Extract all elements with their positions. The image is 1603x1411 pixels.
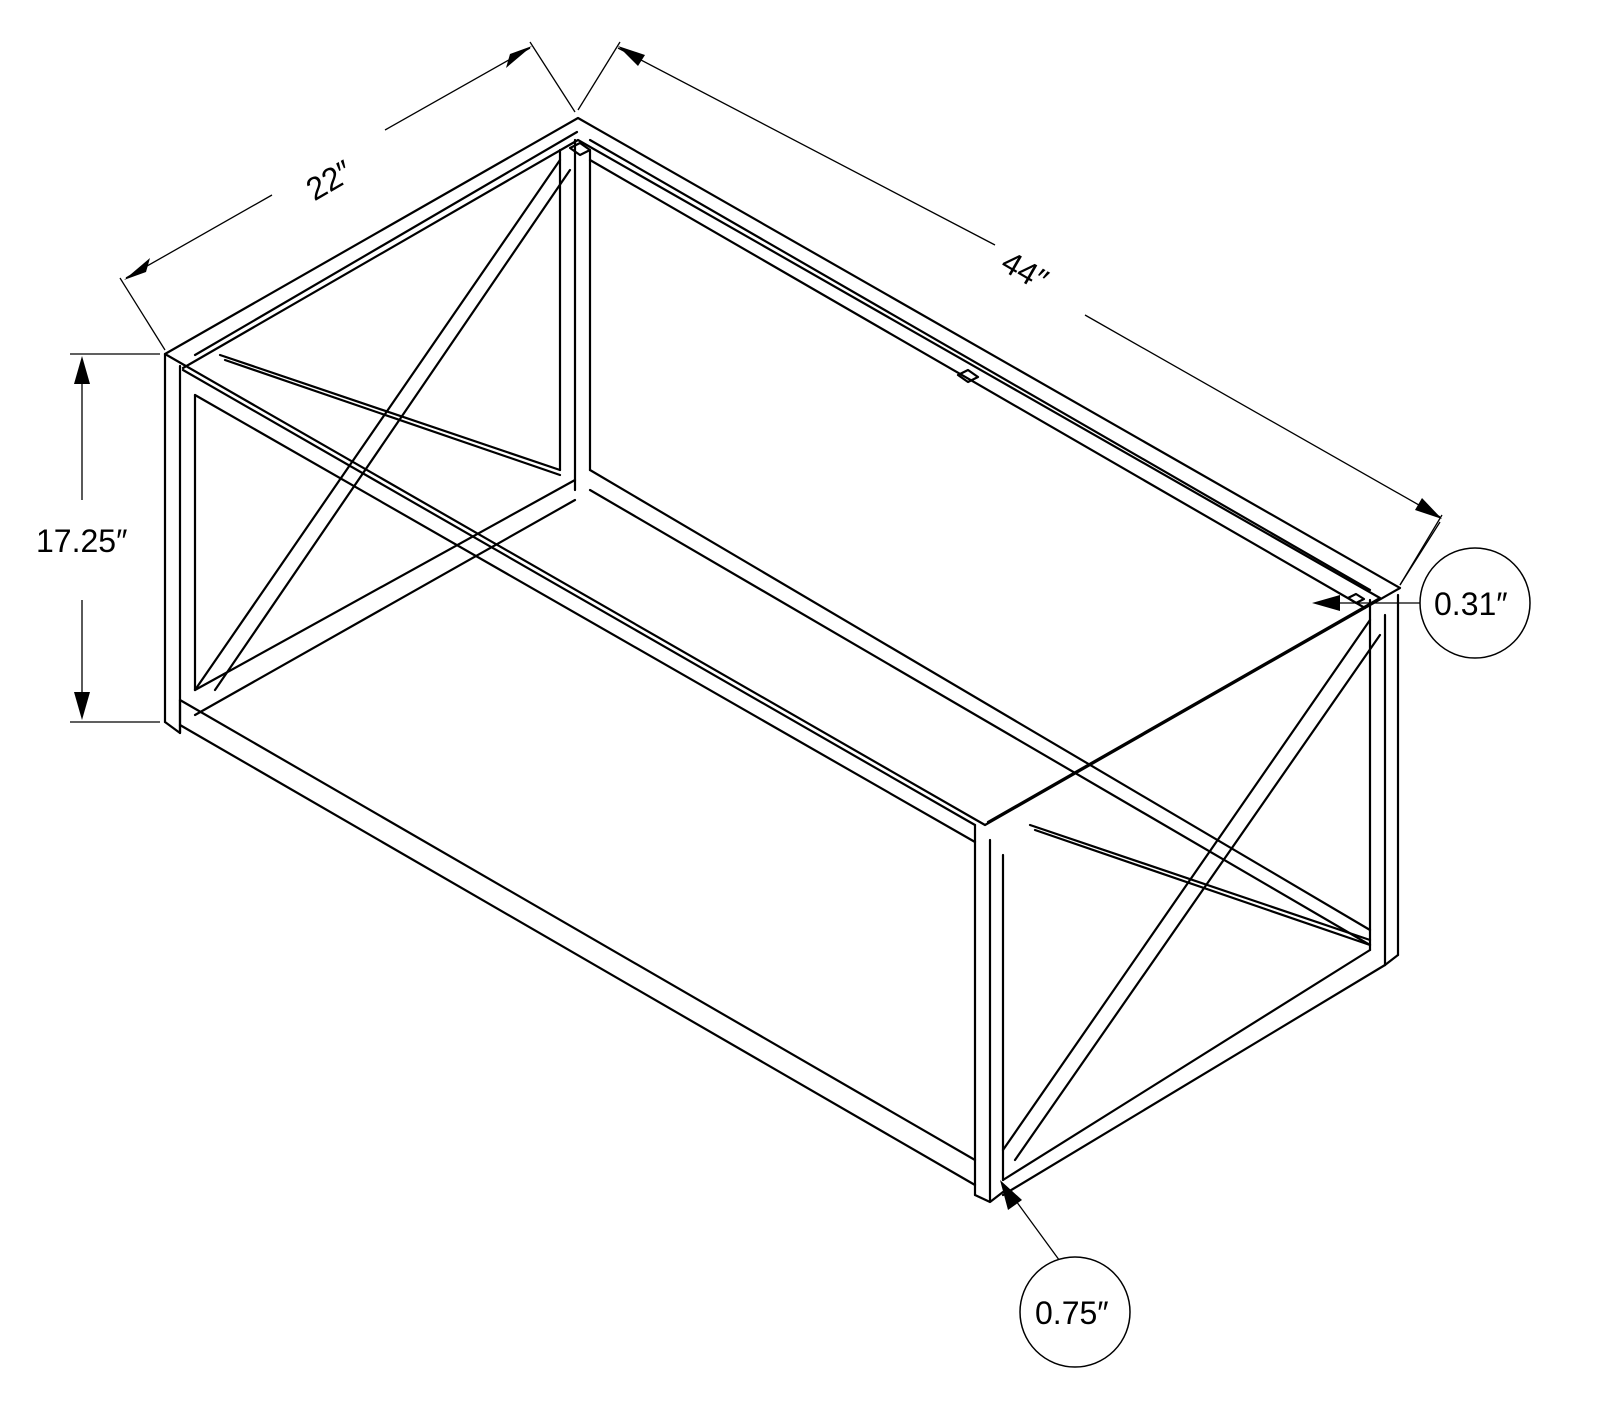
top-frame-front-inner-2 [193, 393, 977, 844]
bottom-back-rail-2 [588, 488, 1372, 947]
width-label: 22″ [300, 153, 359, 208]
table-frame [163, 116, 1402, 1204]
top-back-inner [588, 138, 1372, 592]
bottom-right-rail [1001, 948, 1372, 1182]
left-x-brace-a2 [213, 168, 572, 692]
bottom-right-rail-2 [1001, 963, 1387, 1197]
right-x-brace-a2 [1013, 633, 1382, 1162]
right-x-brace-a [1001, 618, 1372, 1152]
glass-clip-back-left [568, 141, 592, 157]
right-x-brace-b [1028, 823, 1372, 942]
dimension-height [70, 353, 160, 723]
callout-label-0-31: 0.31″ [1434, 586, 1508, 622]
right-x-brace-b2 [1033, 828, 1372, 947]
glass-clip-back-right [1346, 592, 1366, 605]
bottom-front-rail [178, 698, 977, 1162]
height-label: 17.25″ [36, 523, 127, 559]
leg-fr-foot [973, 1190, 1005, 1204]
length-label: 44″ [996, 244, 1055, 299]
dimension-length [577, 41, 1443, 586]
bottom-front-rail-2 [178, 723, 977, 1187]
bottom-back-rail [588, 468, 1372, 932]
left-x-brace-b2 [223, 358, 562, 477]
bottom-left-rail [193, 478, 577, 692]
top-frame-inner [181, 138, 1382, 824]
leg-br-foot [1383, 953, 1400, 967]
callout-top-frame-thickness [1312, 521, 1531, 659]
left-x-brace-b [218, 353, 562, 472]
bottom-left-rail-2 [193, 498, 577, 717]
glass-clip-back-middle [956, 368, 980, 384]
left-x-brace-a [193, 158, 562, 692]
leg-fl-foot [163, 698, 182, 735]
callout-label-0-75: 0.75″ [1035, 1295, 1109, 1331]
top-frame-front-inner [181, 368, 977, 827]
top-back-inner-2 [588, 158, 1367, 610]
top-frame-outer [163, 116, 1402, 827]
top-frame-inner-2 [193, 130, 579, 357]
dimension-width [119, 41, 576, 351]
callout-tube-thickness [1000, 1180, 1131, 1368]
